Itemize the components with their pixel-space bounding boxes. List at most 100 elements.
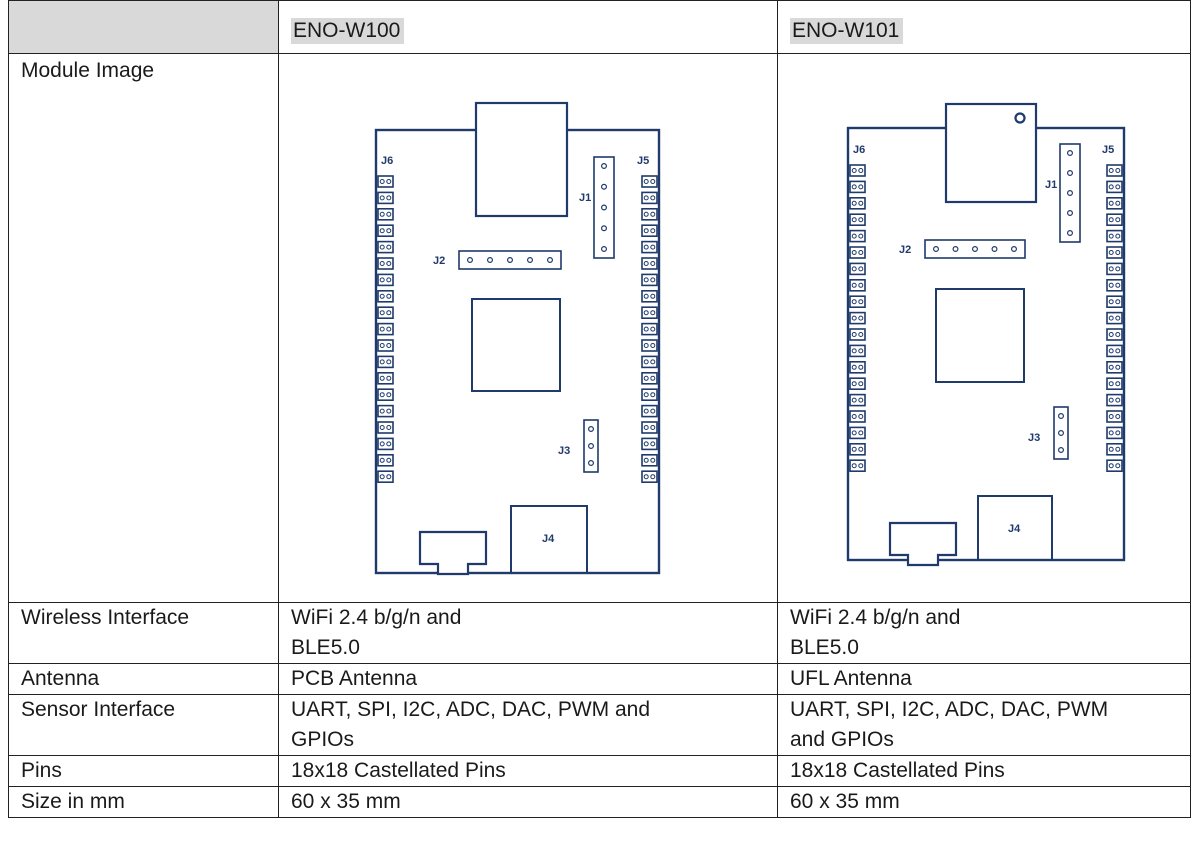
pad-hole — [650, 211, 656, 217]
header-row: ENO-W100 ENO-W101 — [8, 0, 1191, 54]
row-label: Size in mm — [8, 786, 279, 818]
pad-hole — [1115, 463, 1121, 469]
castellated-pad — [1106, 442, 1123, 456]
pin-right — [1106, 328, 1123, 341]
cell-w101: WiFi 2.4 b/g/n and BLE5.0 — [777, 602, 1191, 664]
row-label: Antenna — [8, 663, 279, 695]
pad-hole — [851, 463, 857, 469]
castellated-pad — [377, 371, 394, 385]
header-pin — [588, 443, 595, 450]
pad-hole — [858, 364, 864, 370]
pad-hole — [650, 425, 656, 430]
cell-text: WiFi 2.4 b/g/n and — [790, 606, 961, 629]
castellated-pad — [1106, 311, 1123, 325]
pin-left — [849, 426, 866, 440]
header-pin — [588, 426, 595, 433]
header-pin — [601, 204, 608, 211]
pad-hole — [643, 343, 649, 348]
pin-left — [377, 224, 394, 237]
castellated-pad — [849, 229, 866, 243]
header-outline — [1059, 143, 1081, 243]
castellated-pad — [377, 339, 394, 352]
pad-hole — [851, 250, 857, 255]
header-outline — [458, 250, 562, 270]
pin-right — [1106, 295, 1123, 308]
castellated-pad — [377, 191, 394, 205]
pin-left — [849, 295, 866, 308]
pin-left — [377, 257, 394, 270]
pin-left — [377, 339, 394, 352]
pad-hole — [379, 179, 385, 184]
cell-w100: WiFi 2.4 b/g/n and BLE5.0 — [278, 602, 778, 664]
pad-hole — [386, 392, 392, 398]
pad-hole — [386, 211, 392, 217]
cell-w101: 60 x 35 mm — [777, 786, 1191, 818]
pad-hole — [379, 392, 385, 398]
pin-right — [641, 339, 658, 352]
pad-hole — [386, 179, 392, 184]
pad-hole — [1115, 168, 1121, 173]
label-j3: J3 — [1028, 432, 1040, 444]
label-j6: J6 — [381, 155, 393, 167]
castellated-pad — [849, 246, 866, 259]
pad-hole — [643, 195, 649, 201]
cell-text: GPIOs — [291, 728, 355, 751]
pad-hole — [379, 408, 385, 414]
pad-hole — [650, 359, 656, 365]
pad-hole — [851, 282, 857, 288]
pad-hole — [386, 474, 392, 480]
pin-right — [641, 437, 658, 451]
header-pin — [601, 246, 608, 253]
pad-hole — [858, 315, 864, 321]
pad-hole — [379, 425, 385, 430]
header-corner-cell — [8, 0, 279, 54]
header-pin — [1067, 210, 1074, 217]
pad-hole — [650, 310, 656, 316]
pad-hole — [858, 414, 864, 419]
label-j6: J6 — [853, 144, 865, 156]
antenna-module — [474, 101, 569, 218]
cell-text: 60 x 35 mm — [790, 790, 900, 813]
pad-hole — [858, 282, 864, 288]
pad-hole — [643, 392, 649, 398]
header-pin — [487, 257, 494, 264]
cell-w101: UART, SPI, I2C, ADC, DAC, PWM and GPIOs — [777, 694, 1191, 756]
castellated-pad — [849, 328, 866, 341]
label-j4: J4 — [1008, 523, 1021, 535]
pad-hole — [386, 261, 392, 266]
castellated-pad — [641, 437, 658, 451]
cell-text: 60 x 35 mm — [291, 790, 401, 813]
pad-hole — [1108, 233, 1114, 239]
header-label-w100: ENO-W100 — [291, 18, 405, 44]
pin-right — [641, 421, 658, 434]
castellated-pad — [849, 377, 866, 391]
castellated-pad — [377, 290, 394, 303]
pad-hole — [386, 277, 392, 283]
pad-hole — [386, 375, 392, 381]
castellated-pad — [377, 224, 394, 237]
castellated-pad — [849, 426, 866, 440]
pad-hole — [643, 244, 649, 250]
pad-hole — [379, 474, 385, 480]
cell-text: UART, SPI, I2C, ADC, DAC, PWM and — [291, 698, 651, 721]
pad-hole — [858, 463, 864, 469]
castellated-pad — [1106, 360, 1123, 374]
pad-hole — [379, 310, 385, 316]
header-pin — [588, 460, 595, 467]
castellated-pad — [849, 393, 866, 407]
pin-left — [377, 371, 394, 385]
pin-right — [641, 273, 658, 287]
pin-left — [849, 311, 866, 325]
pad-hole — [1115, 184, 1121, 190]
castellated-pad — [641, 322, 658, 336]
table-row: Size in mm 60 x 35 mm 60 x 35 mm — [8, 786, 1191, 818]
cell-text: WiFi 2.4 b/g/n and — [291, 606, 462, 629]
pad-hole — [1115, 282, 1121, 288]
pad-hole — [386, 244, 392, 250]
pad-hole — [1108, 430, 1114, 436]
pin-right — [1106, 311, 1123, 325]
pad-hole — [858, 430, 864, 436]
castellated-pad — [641, 355, 658, 369]
pad-hole — [643, 375, 649, 381]
